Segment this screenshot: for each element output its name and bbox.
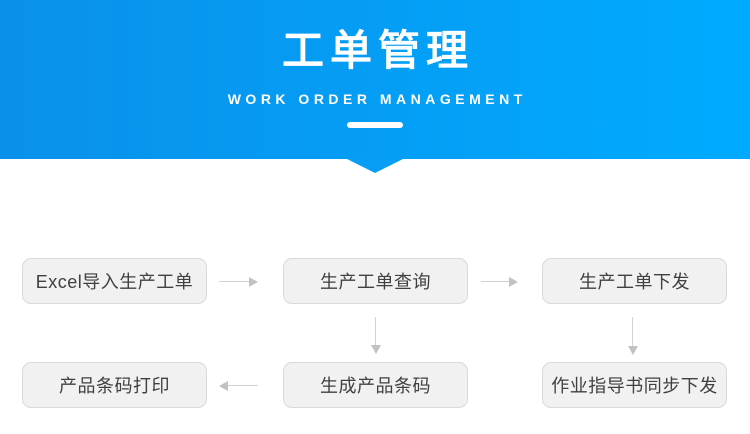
flow-node-sop-sync: 作业指导书同步下发 bbox=[542, 362, 727, 408]
flow-node-label: 作业指导书同步下发 bbox=[551, 376, 718, 396]
page-subtitle: WORK ORDER MANAGEMENT bbox=[227, 91, 527, 107]
header-notch-triangle-icon bbox=[347, 159, 403, 173]
flow-node-label: 产品条码打印 bbox=[59, 376, 170, 396]
flow-node-order-dispatch: 生产工单下发 bbox=[542, 258, 727, 304]
flow-node-barcode-print: 产品条码打印 bbox=[22, 362, 207, 408]
flow-node-label: 生成产品条码 bbox=[320, 376, 431, 396]
flow-node-label: 生产工单查询 bbox=[320, 272, 431, 292]
flow-node-label: Excel导入生产工单 bbox=[35, 272, 194, 292]
arrow-query-to-dispatch-icon bbox=[481, 276, 518, 287]
arrow-generate-to-print-icon bbox=[219, 380, 258, 391]
arrow-dispatch-to-sop-icon bbox=[627, 317, 638, 355]
arrow-excel-to-query-icon bbox=[219, 276, 258, 287]
flow-node-order-query: 生产工单查询 bbox=[283, 258, 468, 304]
flow-node-label: 生产工单下发 bbox=[579, 272, 690, 292]
title-underline bbox=[347, 122, 403, 128]
flow-node-barcode-generate: 生成产品条码 bbox=[283, 362, 468, 408]
page-title: 工单管理 bbox=[281, 27, 474, 74]
header-banner: 工单管理 WORK ORDER MANAGEMENT bbox=[0, 0, 750, 159]
arrow-query-to-generate-icon bbox=[370, 317, 381, 354]
flow-node-excel-import: Excel导入生产工单 bbox=[22, 258, 207, 304]
